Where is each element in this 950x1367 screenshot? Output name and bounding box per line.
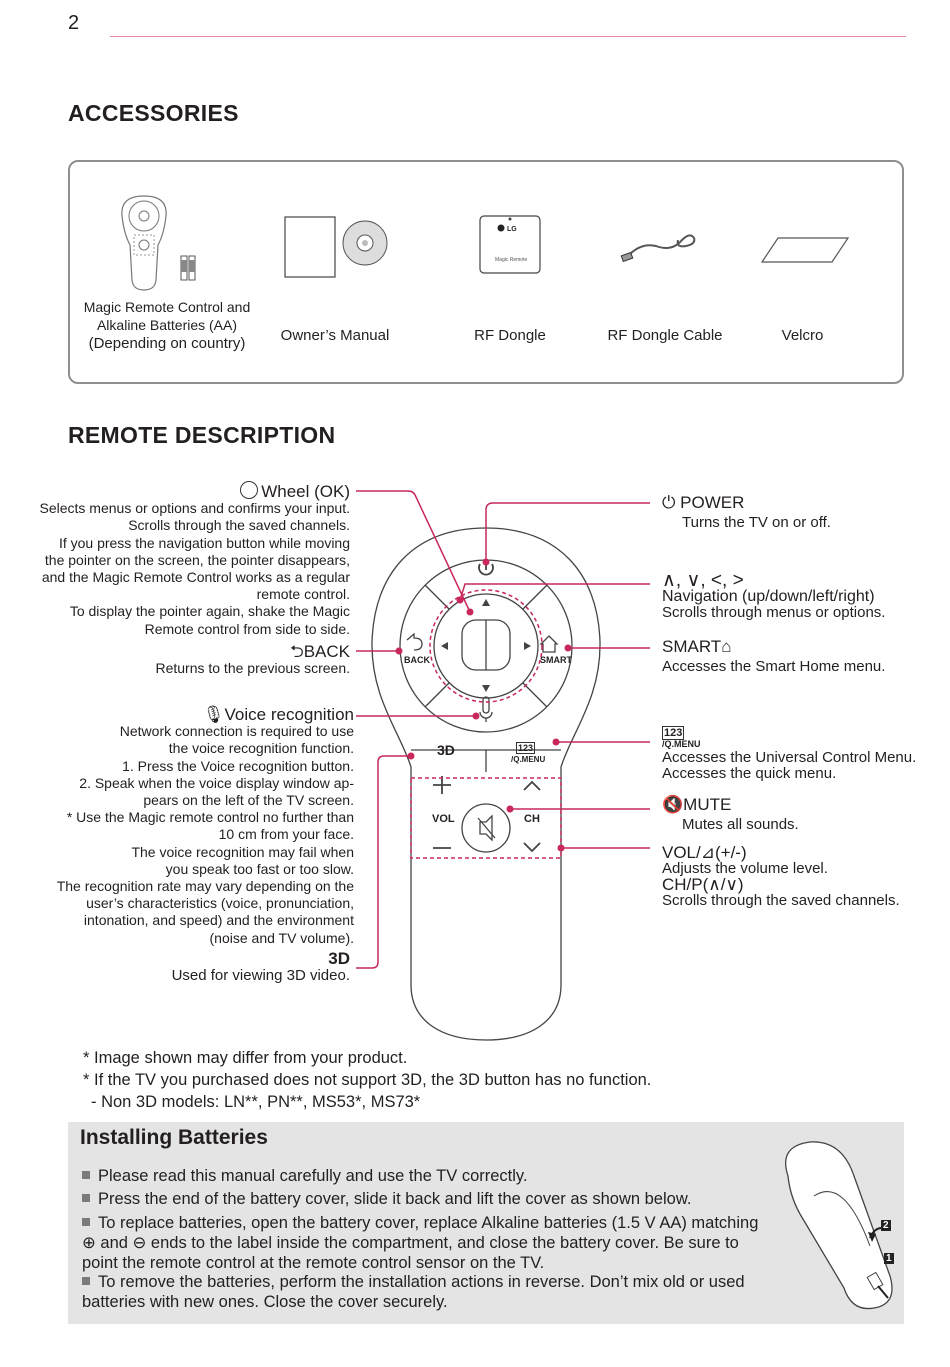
rf-dongle-icon: LG Magic Remote — [479, 215, 541, 274]
accessory-dongle-label: RF Dongle — [474, 327, 546, 344]
accessory-manual-label: Owner’s Manual — [280, 327, 390, 344]
battery-cover-illustration — [784, 1141, 893, 1310]
wheel-description: Wheel (OK) Selects menus or options and … — [39, 481, 350, 637]
remote-123-label: 123 — [516, 742, 536, 754]
voice-description: 🎙Voice recognition Network connection is… — [56, 705, 354, 946]
battery-instruction-2: Press the end of the battery cover, slid… — [82, 1189, 762, 1209]
remote-vol-label: VOL — [432, 813, 455, 825]
cable-icon — [620, 234, 696, 263]
installing-batteries-panel: Installing Batteries Please read this ma… — [68, 1122, 904, 1324]
back-description: ⮌BACK Returns to the previous screen. — [155, 642, 350, 677]
back-icon: ⮌ — [290, 642, 304, 661]
battery-instruction-4: To remove the batteries, perform the ins… — [82, 1273, 745, 1311]
qmenu-description: 123 /Q.MENU Accesses the Universal Contr… — [662, 726, 917, 782]
battery-step-2-label: 2 — [881, 1220, 891, 1231]
remote-qmenu-label: /Q.MENU — [511, 755, 546, 764]
rf-dongle-sub-text: Magic Remote — [495, 257, 527, 263]
accessories-heading: ACCESSORIES — [68, 100, 239, 126]
microphone-icon: 🎙 — [202, 705, 225, 724]
remote-description-heading: REMOTE DESCRIPTION — [68, 422, 336, 448]
rf-dongle-logo-text: LG — [507, 226, 517, 233]
wheel-icon — [240, 481, 259, 499]
installing-batteries-heading: Installing Batteries — [80, 1126, 268, 1149]
accessories-box — [68, 160, 904, 384]
smart-description: SMART⌂ Accesses the Smart Home menu. — [662, 637, 886, 675]
accessory-remote-label: Magic Remote Control and Alkaline Batter… — [83, 299, 251, 352]
header-rule — [110, 36, 906, 37]
manual-and-cd-icon — [284, 216, 388, 278]
remote-and-batteries-icon — [121, 195, 196, 291]
mute-description: 🔇MUTE Mutes all sounds. — [662, 795, 799, 833]
remote-ch-label: CH — [524, 813, 540, 825]
remote-notes: * Image shown may differ from your produ… — [83, 1049, 652, 1111]
battery-step-1-label: 1 — [884, 1253, 894, 1264]
3d-description: 3D Used for viewing 3D video. — [171, 949, 350, 985]
page-number: 2 — [68, 12, 80, 34]
accessory-velcro-label: Velcro — [781, 327, 824, 344]
power-description: ⏻ POWER Turns the TV on or off. — [662, 493, 831, 531]
navigation-description: ∧, ∨, <, > Navigation (up/down/left/righ… — [662, 570, 886, 621]
accessory-cable-label: RF Dongle Cable — [607, 327, 723, 344]
power-icon: ⏻ — [662, 493, 681, 512]
home-icon: ⌂ — [721, 637, 732, 656]
velcro-icon — [760, 237, 850, 263]
remote-smart-label: SMART — [540, 655, 572, 665]
battery-instruction-1: Please read this manual carefully and us… — [82, 1166, 762, 1186]
remote-back-label: BACK — [404, 655, 430, 665]
mute-icon: 🔇 — [662, 795, 684, 814]
battery-instruction-3: To replace batteries, open the battery c… — [82, 1214, 759, 1272]
remote-3d-label: 3D — [437, 742, 455, 758]
vol-ch-description: VOL/⊿(+/-) Adjusts the volume level. CH/… — [662, 843, 900, 909]
